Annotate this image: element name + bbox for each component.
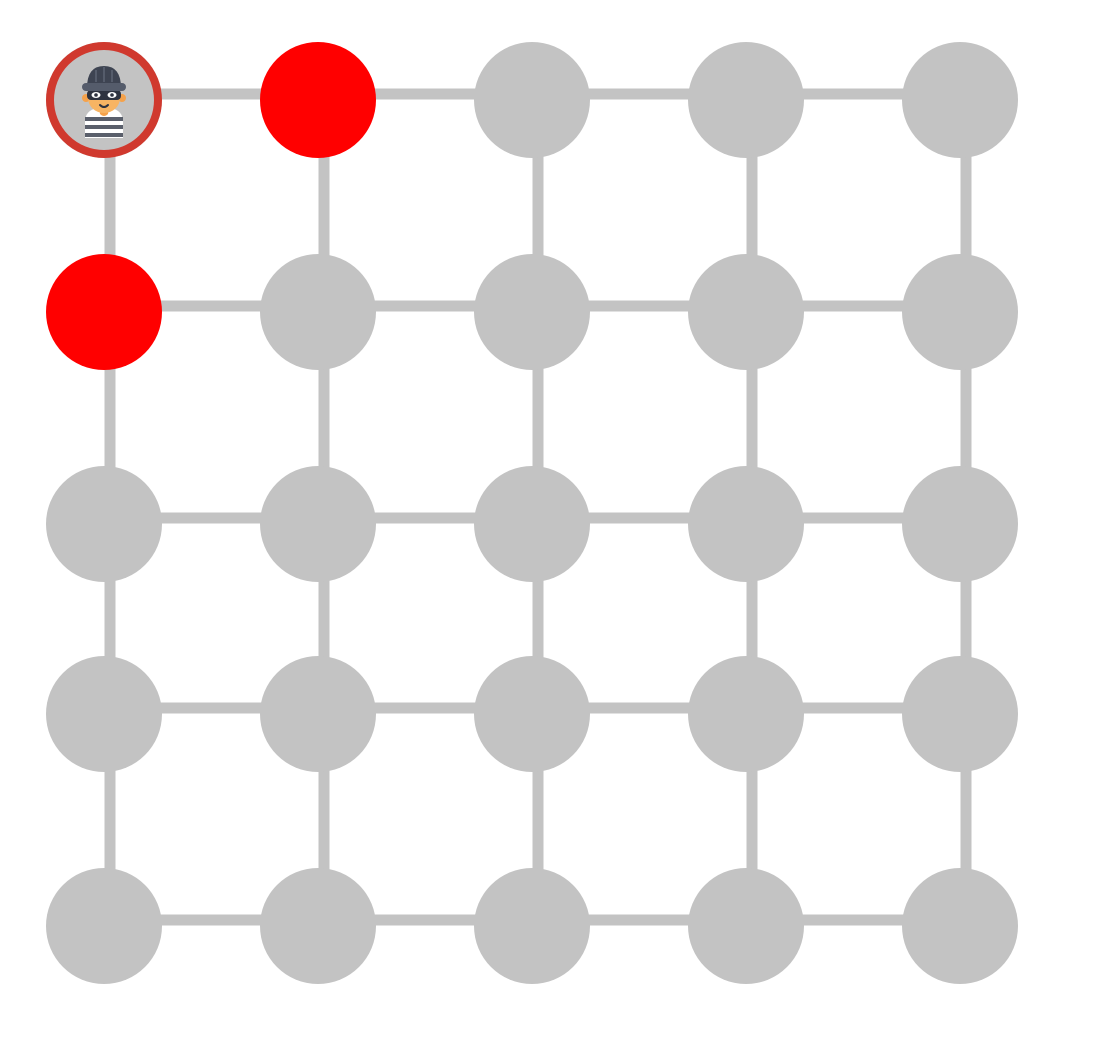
grid-node-r1-c4[interactable]	[902, 254, 1018, 370]
grid-node-r4-c1[interactable]	[260, 868, 376, 984]
grid-node-r3-c1[interactable]	[260, 656, 376, 772]
grid-node-r3-c3[interactable]	[688, 656, 804, 772]
grid-node-r2-c3[interactable]	[688, 466, 804, 582]
grid-node-r3-c4[interactable]	[902, 656, 1018, 772]
grid-node-r1-c1[interactable]	[260, 254, 376, 370]
player-token	[46, 42, 162, 158]
grid-node-r1-c2[interactable]	[474, 254, 590, 370]
blocked-node-r1-c0[interactable]	[46, 254, 162, 370]
grid-node-r2-c4[interactable]	[902, 466, 1018, 582]
grid-node-r4-c4[interactable]	[902, 868, 1018, 984]
thief-icon	[82, 66, 126, 138]
grid-node-r0-c2[interactable]	[474, 42, 590, 158]
grid-node-r2-c0[interactable]	[46, 466, 162, 582]
grid-node-r4-c0[interactable]	[46, 868, 162, 984]
grid-node-r2-c1[interactable]	[260, 466, 376, 582]
grid-node-r4-c3[interactable]	[688, 868, 804, 984]
grid-node-r4-c2[interactable]	[474, 868, 590, 984]
grid-node-r3-c2[interactable]	[474, 656, 590, 772]
grid-node-r3-c0[interactable]	[46, 656, 162, 772]
grid-node-r0-c3[interactable]	[688, 42, 804, 158]
grid-node-r2-c2[interactable]	[474, 466, 590, 582]
blocked-node-r0-c1[interactable]	[260, 42, 376, 158]
grid-node-r0-c4[interactable]	[902, 42, 1018, 158]
grid-node-r1-c3[interactable]	[688, 254, 804, 370]
